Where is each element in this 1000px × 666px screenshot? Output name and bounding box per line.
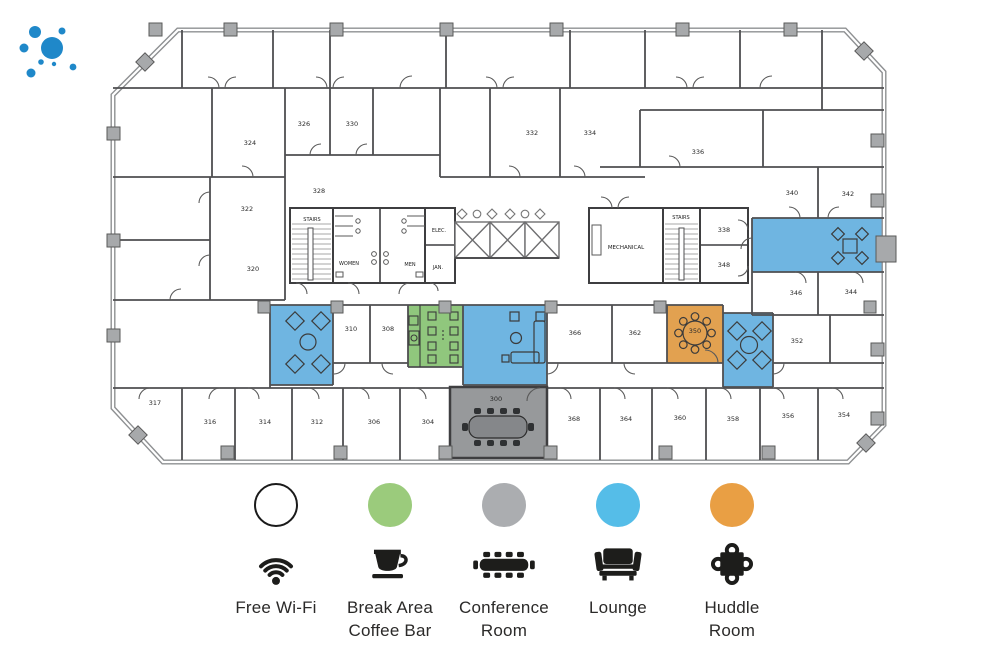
- lounge-color-swatch: [596, 483, 640, 527]
- lounge-center-furniture: [501, 311, 546, 364]
- exterior-wall: [110, 27, 887, 465]
- legend-item-free-wifi: Free Wi-Fi: [219, 483, 333, 642]
- mechanical-fixture: [591, 224, 602, 256]
- conference-room-color-swatch: [482, 483, 526, 527]
- room-label-304: 304: [422, 418, 434, 426]
- room-label-348: 348: [718, 261, 730, 269]
- room-label-320: 320: [247, 265, 259, 273]
- restroom-fixtures: [335, 215, 425, 278]
- core-label-elec-3: ELEC.: [432, 228, 447, 234]
- company-logo: [19, 26, 77, 78]
- zone-lounge-center: [463, 305, 547, 385]
- conference-room-walls: [448, 385, 549, 460]
- door-arcs: [138, 75, 864, 402]
- room-label-362: 362: [629, 329, 641, 337]
- building-core: [289, 207, 749, 284]
- room-label-352: 352: [791, 337, 803, 345]
- sofa-icon: [585, 538, 651, 590]
- legend-item-lounge: Lounge: [561, 483, 675, 642]
- stairs-northeast: [665, 223, 698, 281]
- zone-lounge-east-wing: [752, 218, 884, 272]
- room-label-358: 358: [727, 415, 739, 423]
- room-label-306: 306: [368, 418, 380, 426]
- coffee-cup-icon: [362, 538, 418, 590]
- room-label-336: 336: [692, 148, 704, 156]
- lounge-east-wing-furniture: [830, 226, 870, 266]
- core-label-stairs-0: STAIRS: [303, 217, 320, 223]
- interior-walls: [113, 30, 884, 460]
- round-table-icon: [702, 538, 762, 590]
- lounge-west-furniture: [284, 310, 332, 375]
- room-label-354: 354: [838, 411, 850, 419]
- core-label-stairs-6: STAIRS: [672, 215, 689, 221]
- room-label-360: 360: [674, 414, 686, 422]
- room-label-356: 356: [782, 412, 794, 420]
- room-label-340: 340: [786, 189, 798, 197]
- conference-table-icon: [464, 538, 544, 590]
- core-label-jan-4: JAN.: [432, 265, 444, 271]
- room-label-328: 328: [313, 187, 325, 195]
- break-area-coffee-bar-color-swatch: [368, 483, 412, 527]
- room-label-308: 308: [382, 325, 394, 333]
- room-label-324: 324: [244, 139, 256, 147]
- legend-label-lounge: Lounge: [589, 598, 647, 617]
- room-label-312: 312: [311, 418, 323, 426]
- zone-lounge-west: [270, 305, 333, 385]
- core-labels: STAIRS WOMEN MEN ELEC. JAN. MECHANICAL STAIRS: [303, 215, 689, 271]
- room-label-368: 368: [568, 415, 580, 423]
- zone-lounge-east: [723, 313, 773, 387]
- core-label-mechanical-5: MECHANICAL: [608, 245, 645, 251]
- legend-label-free-wifi: Free Wi-Fi: [235, 598, 317, 617]
- wifi-icon: [249, 538, 303, 590]
- room-label-310: 310: [345, 325, 357, 333]
- room-label-366: 366: [569, 329, 581, 337]
- room-label-330: 330: [346, 120, 358, 128]
- room-label-350: 350: [689, 327, 701, 335]
- lounge-east-furniture: [726, 320, 773, 371]
- room-label-334: 334: [584, 129, 596, 137]
- room-label-322: 322: [241, 205, 253, 213]
- room-label-344: 344: [845, 288, 857, 296]
- structural-columns: [106, 22, 897, 460]
- room-label-316: 316: [204, 418, 216, 426]
- room-label-364: 364: [620, 415, 632, 423]
- room-label-326: 326: [298, 120, 310, 128]
- huddle-room-color-swatch: [710, 483, 754, 527]
- room-label-332: 332: [526, 129, 538, 137]
- room-label-338: 338: [718, 226, 730, 234]
- stairs-northwest: [292, 223, 331, 281]
- room-label-317: 317: [149, 399, 161, 407]
- room-label-346: 346: [790, 289, 802, 297]
- core-label-women-1: WOMEN: [339, 261, 359, 267]
- room-label-342: 342: [842, 190, 854, 198]
- core-label-men-2: MEN: [404, 262, 415, 268]
- conference-table-plan-icon: [462, 408, 534, 446]
- room-label-314: 314: [259, 418, 271, 426]
- room-label-300: 300: [490, 395, 502, 403]
- free-wifi-color-swatch: [254, 483, 298, 527]
- room-labels: 326 330 324 322 320 328 332 334 336 340 342 338 348 3…: [149, 120, 857, 426]
- break-area-furniture: [408, 305, 459, 367]
- huddle-table-plan-icon: [674, 312, 716, 354]
- elevator-bank: [454, 208, 560, 259]
